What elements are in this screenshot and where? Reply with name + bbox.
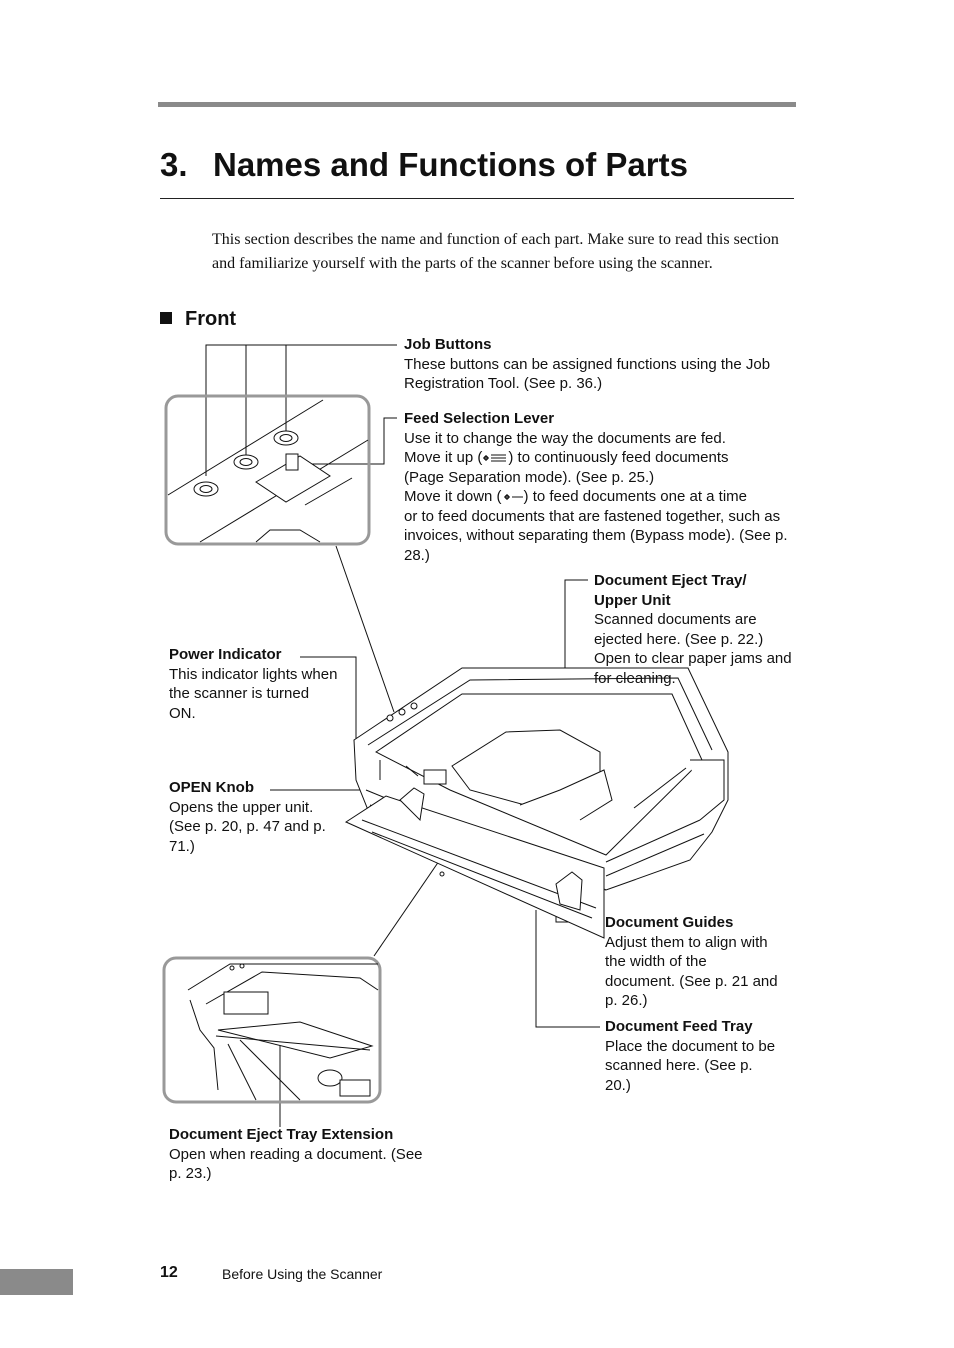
feed-tray-head: Document Feed Tray — [605, 1018, 753, 1035]
job-buttons-body: These buttons can be assigned functions … — [404, 355, 771, 393]
tray-extension-head: Document Eject Tray Extension — [169, 1126, 394, 1143]
inset-job-buttons — [164, 394, 371, 546]
section-square-icon — [160, 312, 172, 324]
leader-feed-tray — [535, 910, 600, 1028]
callout-feed-tray: Document Feed Tray Place the document to… — [605, 1017, 780, 1095]
feed-lever-line4b: ) to feed documents one at a time — [523, 488, 748, 505]
callout-feed-lever: Feed Selection Lever Use it to change th… — [404, 409, 796, 565]
leader-inset-top — [335, 545, 395, 713]
page-number: 12 — [160, 1264, 178, 1281]
separation-mode-icon — [482, 452, 508, 464]
callout-job-buttons: Job Buttons These buttons can be assigne… — [404, 335, 794, 394]
callout-doc-guides: Document Guides Adjust them to align wit… — [605, 913, 780, 1011]
eject-tray-head1: Document Eject Tray/ — [594, 572, 747, 589]
section-heading: Front — [160, 308, 236, 331]
doc-guides-body: Adjust them to align with the width of t… — [605, 933, 778, 1010]
chapter-title-text: Names and Functions of Parts — [213, 146, 688, 183]
feed-lever-line2a: Move it up ( — [404, 449, 483, 466]
power-indicator-head: Power Indicator — [169, 646, 282, 663]
top-rule — [158, 102, 796, 107]
feed-lever-head: Feed Selection Lever — [404, 410, 555, 427]
feed-lever-line2: Move it up ( ) to continuously feed docum… — [404, 448, 796, 468]
callout-tray-extension: Document Eject Tray Extension Open when … — [169, 1125, 429, 1184]
job-buttons-head: Job Buttons — [404, 336, 492, 353]
feed-lever-line1: Use it to change the way the documents a… — [404, 429, 726, 447]
section-title: Front — [185, 308, 237, 330]
doc-guides-head: Document Guides — [605, 914, 734, 931]
eject-tray-head2: Upper Unit — [594, 591, 671, 609]
callout-open-knob: OPEN Knob Opens the upper unit. (See p. … — [169, 778, 344, 856]
eject-tray-body: Scanned documents are ejected here. (See… — [594, 611, 792, 687]
feed-lever-line4a: Move it down ( — [404, 488, 502, 505]
feed-tray-body: Place the document to be scanned here. (… — [605, 1037, 776, 1094]
feed-lever-line5: or to feed documents that are fastened t… — [404, 507, 788, 564]
feed-lever-line2b: ) to continuously feed documents — [508, 449, 729, 466]
scanner-body — [344, 667, 729, 939]
callout-power-indicator: Power Indicator This indicator lights wh… — [169, 645, 339, 723]
open-knob-head: OPEN Knob — [169, 779, 254, 796]
tray-extension-body: Open when reading a document. (See p. 23… — [169, 1145, 423, 1183]
chapter-number: 3. — [160, 146, 188, 183]
open-knob-body: Opens the upper unit. (See p. 20, p. 47 … — [169, 798, 326, 855]
feed-lever-line3: (Page Separation mode). (See p. 25.) — [404, 468, 655, 486]
leader-job-button-1 — [205, 344, 397, 476]
page-tab — [0, 1269, 73, 1295]
feed-lever-line4: Move it down ( ) to feed documents one at… — [404, 487, 796, 507]
inset-tray-extension — [162, 956, 382, 1104]
leader-feed-lever — [298, 417, 397, 465]
power-indicator-body: This indicator lights when the scanner i… — [169, 665, 338, 722]
footer-text: Before Using the Scanner — [222, 1266, 383, 1282]
title-rule — [160, 198, 794, 199]
callout-eject-tray: Document Eject Tray/ Upper Unit Scanned … — [594, 571, 794, 688]
bypass-mode-icon — [502, 491, 524, 503]
chapter-title: 3. Names and Functions of Parts — [160, 146, 688, 184]
leader-power-indicator — [300, 656, 357, 740]
intro-paragraph: This section describes the name and func… — [212, 231, 779, 272]
